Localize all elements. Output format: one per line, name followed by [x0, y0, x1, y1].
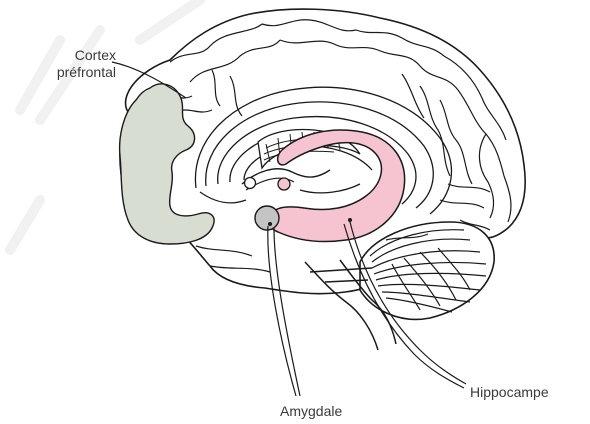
hippocampus-pointer-dot: [348, 218, 352, 222]
label-hippocampus: Hippocampe: [470, 384, 549, 401]
hippocampus-tail-knob: [278, 178, 290, 190]
mammillary-knob: [245, 178, 256, 189]
label-amygdala: Amygdale: [280, 403, 342, 420]
label-prefrontal-cortex-line1: Cortex: [20, 47, 116, 64]
label-prefrontal-cortex-line2: préfrontal: [20, 64, 116, 81]
amygdala-pointer-dot: [268, 222, 272, 226]
amygdala-region: [255, 206, 279, 230]
label-prefrontal-cortex: Cortex préfrontal: [20, 47, 116, 81]
